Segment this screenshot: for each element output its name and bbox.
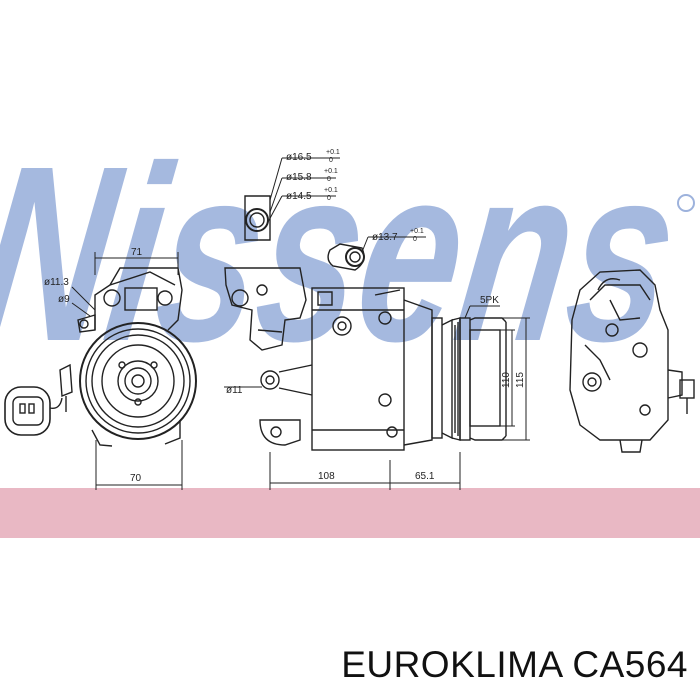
- part-caption: EUROKLIMA CA564: [341, 644, 688, 685]
- front-view: [4, 252, 197, 490]
- dim-fitting-2: ø15.8: [286, 172, 312, 183]
- dim-height-outer: 115: [515, 372, 526, 388]
- side-view: [224, 157, 530, 490]
- dim-side-length: 108: [318, 471, 335, 482]
- dim-hole-large: ø11.3: [44, 277, 69, 288]
- dim-height-inner: 110: [501, 372, 512, 388]
- dim-fitting-1-tol-bot: 0: [329, 157, 333, 164]
- dim-hole-small: ø9: [58, 294, 70, 305]
- dim-side-hole: ø11: [226, 385, 243, 396]
- registered-mark: [677, 194, 695, 212]
- dim-fitting-3: ø14.5: [286, 191, 312, 202]
- dim-fitting-4-tol-bot: 0: [413, 236, 417, 243]
- dim-fitting-2-tol-bot: 0: [327, 176, 331, 183]
- dim-fitting-4: ø13.7: [372, 232, 398, 243]
- dim-pulley-offset: 65.1: [415, 471, 435, 482]
- dim-pulley-type: 5PK: [480, 295, 499, 306]
- dim-fitting-3-tol-top: +0.1: [324, 187, 338, 194]
- dim-fitting-2-tol-top: +0.1: [324, 168, 338, 175]
- dim-fitting-1-tol-top: +0.1: [326, 149, 340, 156]
- dim-front-width-bottom: 70: [130, 473, 142, 484]
- dim-fitting-1: ø16.5: [286, 152, 312, 163]
- pink-band: [0, 488, 700, 538]
- dim-fitting-4-tol-top: +0.1: [410, 228, 424, 235]
- dim-front-width-top: 71: [131, 247, 143, 258]
- rear-view: [569, 269, 695, 453]
- dim-fitting-3-tol-bot: 0: [327, 195, 331, 202]
